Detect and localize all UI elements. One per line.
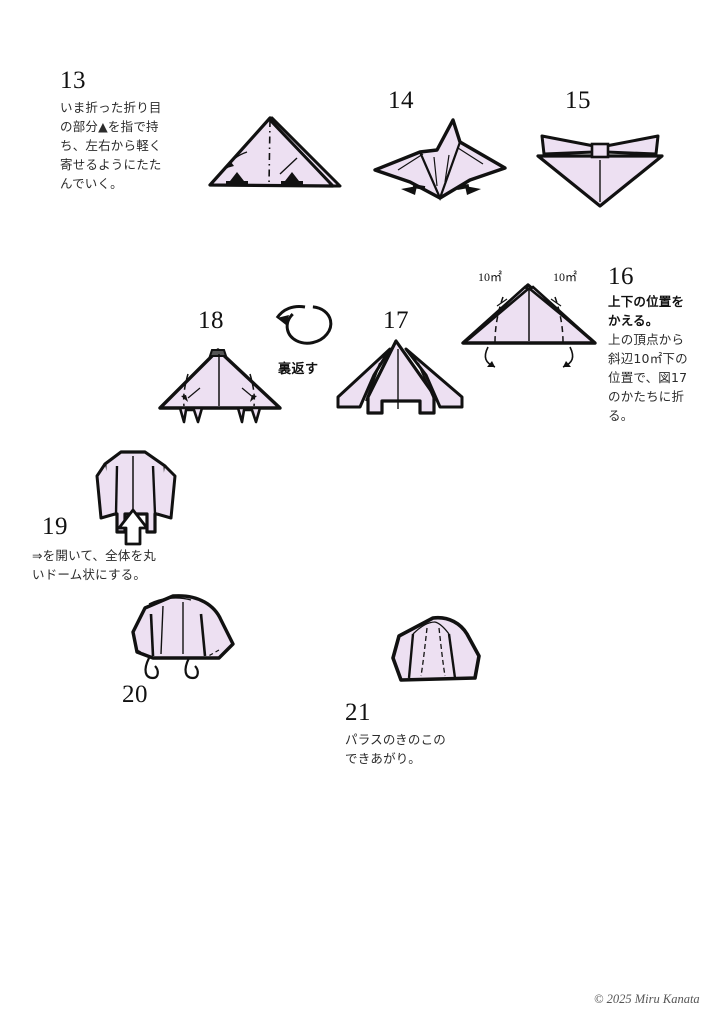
- figure-21: [383, 612, 493, 692]
- turn-over-arrow: [265, 300, 340, 355]
- step-number-19: 19: [42, 513, 68, 540]
- measure-label-right-10mm: 10㎡: [553, 270, 578, 284]
- step-caption-19: ⇒を開いて、全体を丸 いドーム状にする。: [32, 548, 156, 582]
- figure-19: [85, 440, 195, 550]
- measure-label-left-10mm: 10㎡: [478, 270, 503, 284]
- step-number-13: 13: [60, 67, 86, 94]
- step-number-18: 18: [198, 307, 224, 334]
- figure-15: [530, 128, 670, 208]
- inverted-triangle-with-wings: [536, 134, 664, 208]
- rounded-dome-with-legs: [131, 594, 235, 680]
- figure-16: [455, 275, 605, 375]
- figure-20: [115, 588, 255, 688]
- finished-mushroom-cap: [391, 615, 481, 682]
- rotate-arrow-icon: [275, 305, 333, 345]
- fold-arrow-left-icon: [484, 346, 496, 368]
- step-caption-16-body: 上の頂点から 斜辺10㎡下の 位置で、図17 のかたちに折 る。: [608, 332, 688, 423]
- triangle-with-center-crease: [208, 116, 342, 188]
- fold-arrow-right-icon: [562, 346, 574, 368]
- upright-form-with-open-arrow: [95, 450, 177, 546]
- figure-18: [150, 340, 295, 425]
- star-fan-shape-with-side-arrows: [373, 118, 507, 201]
- copyright-notice: © 2025 Miru Kanata: [594, 992, 700, 1006]
- open-arrow-icon: [117, 508, 149, 546]
- tent-shape-with-wings: [336, 339, 464, 415]
- figure-17: [330, 335, 480, 425]
- turn-over-label: 裏返す: [278, 362, 319, 377]
- left-arrow-icon: [401, 183, 426, 195]
- figure-13: [200, 100, 360, 200]
- leg-left-icon: [144, 657, 159, 680]
- leg-right-icon: [184, 657, 199, 680]
- step-number-21: 21: [345, 699, 371, 726]
- step-caption-21: パラスのきのこの できあがり。: [345, 732, 446, 766]
- right-arrow-icon: [456, 183, 481, 195]
- step-number-20: 20: [122, 681, 148, 708]
- step-caption-16-heading: 上下の位置を かえる。: [608, 294, 685, 328]
- figure-14: [365, 110, 515, 201]
- wide-triangle-with-10mm-marks: [461, 283, 597, 368]
- triangle-with-two-tabs: [158, 348, 282, 424]
- step-number-15: 15: [565, 87, 591, 114]
- step-number-16: 16: [608, 263, 634, 290]
- step-number-14: 14: [388, 87, 414, 114]
- step-caption-13: いま折った折り目 の部分▲を指で持 ち、左右から軽く 寄せるようにたた んでいく…: [60, 100, 162, 191]
- step-number-17: 17: [383, 307, 409, 334]
